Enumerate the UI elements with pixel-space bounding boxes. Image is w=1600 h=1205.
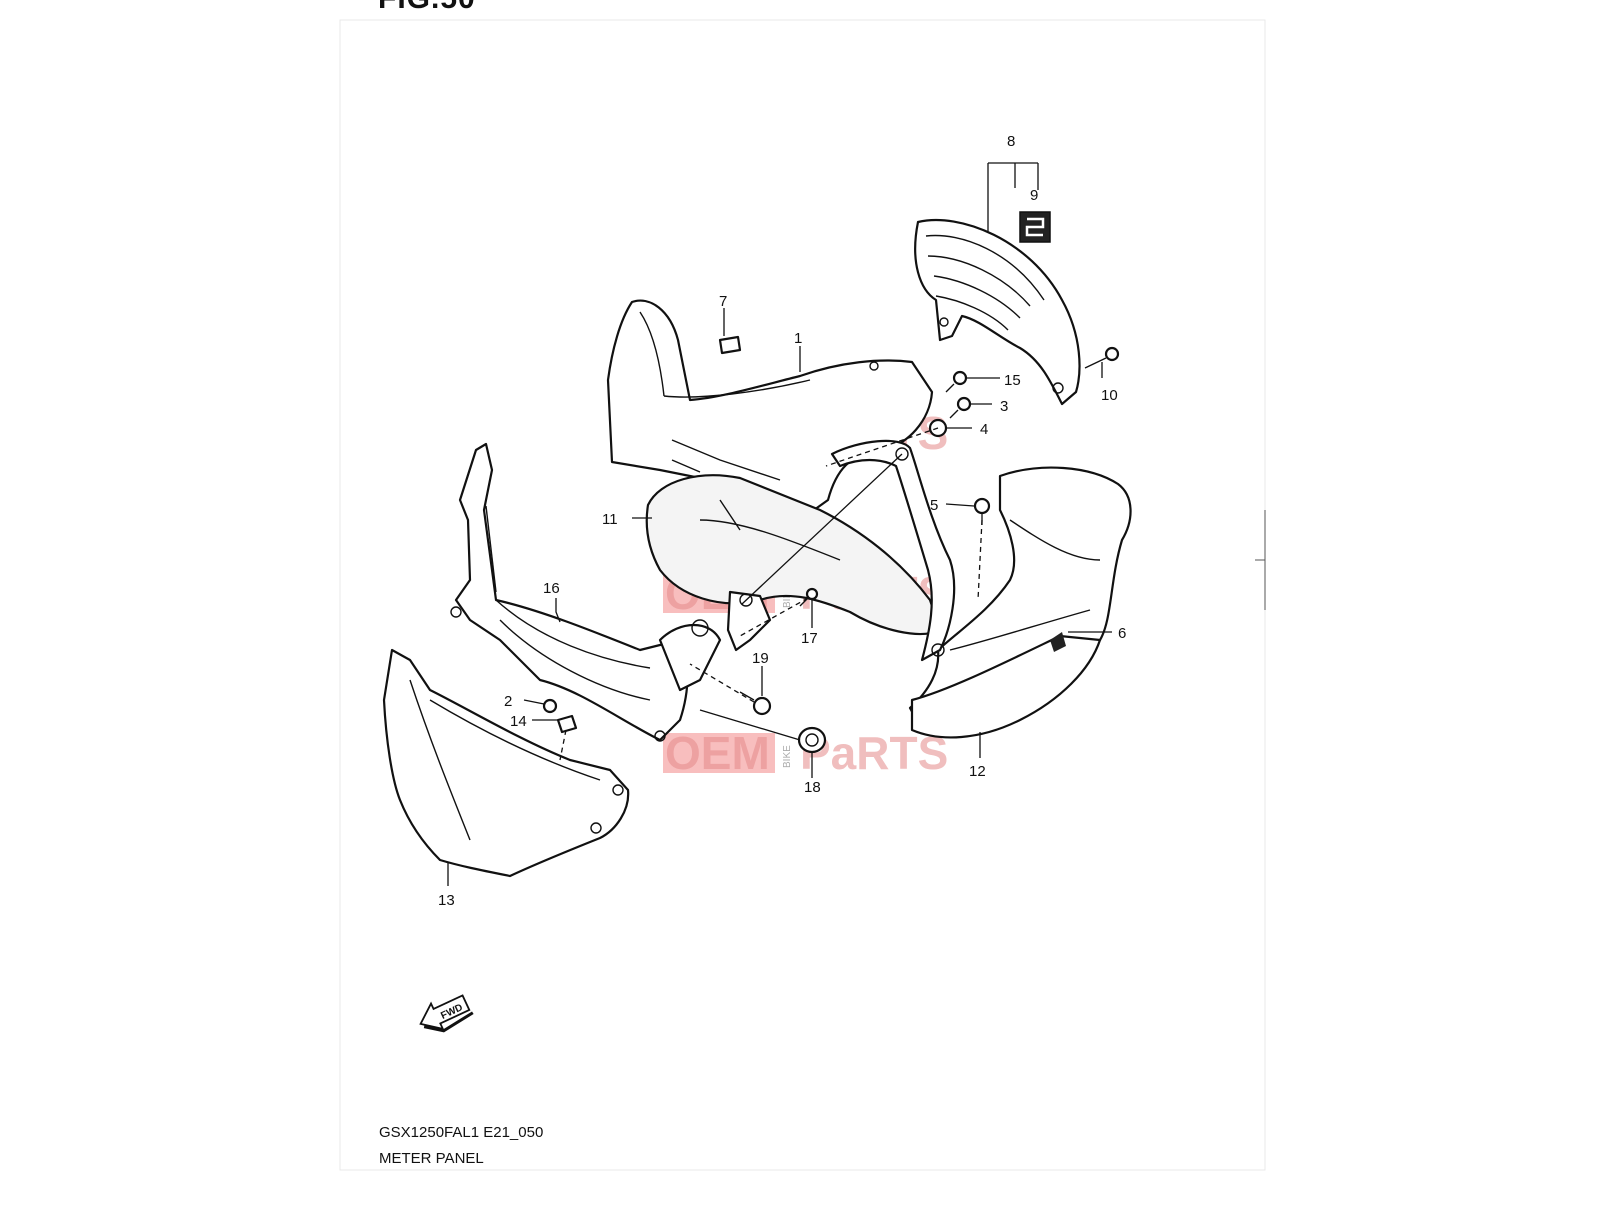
callout-12: 12 [969,763,986,780]
part-19-bolt [739,691,772,716]
model-code: GSX1250FAL1 E21_050 [379,1124,544,1141]
callout-11: 11 [602,511,618,528]
bracket-tab [726,590,772,652]
part-2-screw [542,698,558,714]
part-11-duct [645,474,942,636]
part-15-screw [945,370,968,393]
callout-8: 8 [1007,133,1015,150]
callout-14: 14 [510,713,527,730]
install-line-18 [699,709,801,741]
part-3-screw [949,396,972,419]
part-8-meter-assembly [914,218,1081,406]
install-line-19 [689,663,755,703]
watermark-oem: OEM [665,727,770,779]
part-1-inner-panel [606,299,934,522]
install-line-17 [739,597,809,637]
watermark-bike: BIKE [782,745,793,768]
part-16-stay [450,442,722,742]
callout-6: 6 [1118,625,1126,642]
callout-16: 16 [543,580,560,597]
callout-15: 15 [1004,372,1021,389]
callout-18: 18 [804,779,821,796]
install-line-11 [741,453,903,605]
part-7-pad [718,335,742,355]
leader-lines [447,162,1112,886]
callout-2: 2 [504,693,512,710]
callout-9: 9 [1030,187,1038,204]
section-name: METER PANEL [379,1150,484,1167]
figure-title: FIG.50 [378,0,476,16]
panel-frame-edge [830,439,956,662]
callout-5: 5 [930,497,938,514]
part-13-lower-cover [382,648,630,878]
callout-19: 19 [752,650,769,667]
part-18-grommet [797,726,827,754]
install-line-5 [977,519,983,601]
callout-1: 1 [794,330,802,347]
callout-4: 4 [980,421,988,438]
callout-3: 3 [1000,398,1008,415]
callout-13: 13 [438,892,455,909]
part-10-screw [1084,346,1120,369]
part-9-emblem [1019,211,1051,243]
callout-10: 10 [1101,387,1118,404]
watermark-3: OEM BIKE PaRTS [663,727,948,779]
callout-labels: 8 9 7 1 15 3 4 10 5 6 11 16 17 19 2 14 1… [438,133,1126,909]
callout-17: 17 [801,630,818,647]
part-12-side-cover [908,466,1132,739]
part-14-nut [556,714,578,734]
fwd-arrow-icon: FWD [419,994,474,1033]
callout-7: 7 [719,293,727,310]
install-line-4 [825,427,939,467]
